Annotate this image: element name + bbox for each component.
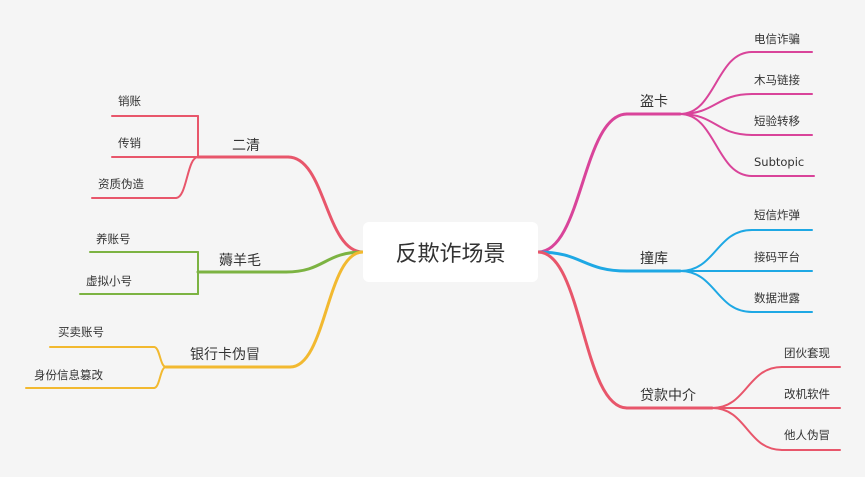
root-topic-label: 反欺诈场景 [395,242,506,267]
subtopic-muma-lianjie[interactable]: 木马链接 [754,73,800,87]
leaf-connector [679,51,753,115]
leaf-connector [711,407,783,451]
subtopic-zizhi-weizao[interactable]: 资质伪造 [98,177,144,191]
topic-zhuangku[interactable]: 撞库 [640,251,668,267]
subtopic-placeholder[interactable]: Subtopic [754,155,805,169]
topic-daoka[interactable]: 盗卡 [640,94,668,110]
subtopic-duanxin-zhadan[interactable]: 短信炸弹 [754,208,800,222]
branch-connector [536,250,629,410]
subtopic-chuanxiao[interactable]: 传销 [118,136,141,150]
subtopic-dianxin-zhapian[interactable]: 电信诈骗 [754,32,800,46]
leaf-connector [679,229,753,272]
subtopic-yang-zhanghao[interactable]: 养账号 [96,232,131,246]
topic-erqing[interactable]: 二清 [232,138,260,154]
leaf-connector [711,366,783,409]
leaf-connector [175,156,199,199]
leaf-connector [679,93,753,115]
subtopic-shuju-xielu[interactable]: 数据泄露 [754,291,800,305]
topic-yinhangka-weimao[interactable]: 银行卡伪冒 [190,347,260,363]
subtopic-gaiji-ruanjian[interactable]: 改机软件 [784,387,830,401]
branch-connector [536,112,629,254]
branch-connector [284,250,365,274]
leaf-connector [679,113,753,136]
subtopic-tuanhuo-taoxian[interactable]: 团伙套现 [784,346,830,360]
leaf-connector [679,113,753,177]
topic-daikuan-zhongjie[interactable]: 贷款中介 [640,388,696,404]
subtopic-xiaozhang[interactable]: 销账 [118,94,141,108]
branch-connector [536,250,629,273]
subtopic-shenfen-cuangai[interactable]: 身份信息篡改 [34,368,103,382]
subtopic-xuni-xiaohao[interactable]: 虚拟小号 [86,274,132,288]
branch-connector [286,155,365,254]
topic-haoyangmao[interactable]: 薅羊毛 [219,253,261,269]
subtopic-maimai-zhanghao[interactable]: 买卖账号 [58,325,104,339]
subtopic-duanyan-zhuanyi[interactable]: 短验转移 [754,114,800,128]
root-topic[interactable]: 反欺诈场景 [363,222,538,282]
branch-connector [288,250,365,369]
leaf-connector [153,346,167,368]
subtopic-jiema-pingtai[interactable]: 接码平台 [754,250,800,264]
leaf-connector [679,270,753,313]
leaf-connector [153,366,167,389]
subtopic-taren-weimao[interactable]: 他人伪冒 [784,428,830,442]
